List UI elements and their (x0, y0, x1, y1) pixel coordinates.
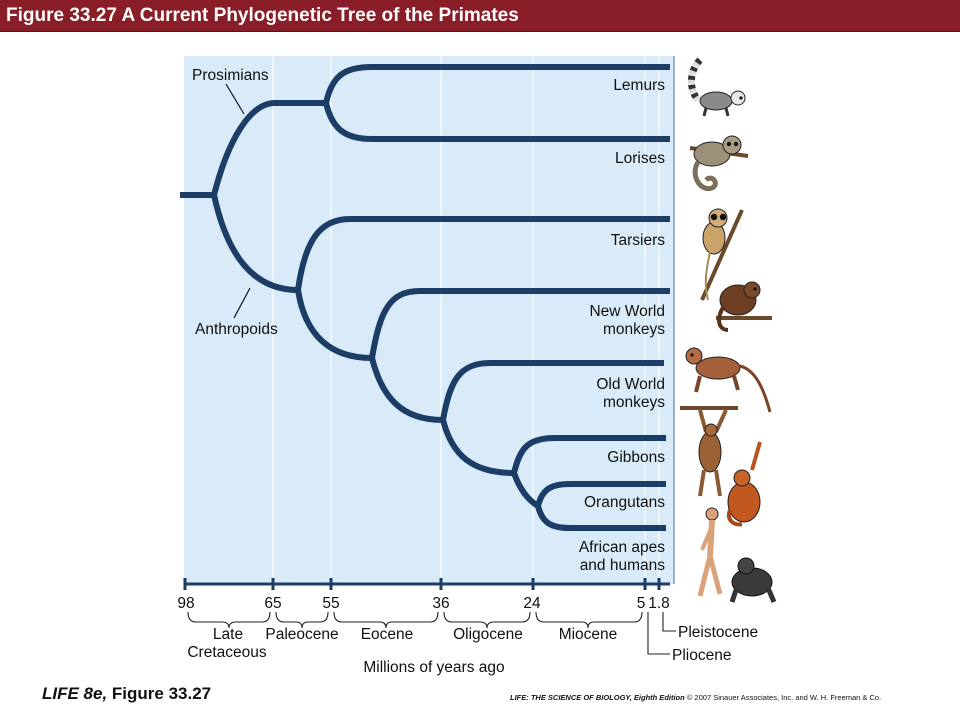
branch-old-world (440, 360, 664, 421)
time-axis (183, 578, 670, 590)
epoch-pleistocene: Pleistocene (678, 624, 758, 641)
epoch-pliocene: Pliocene (672, 647, 731, 664)
animal-illustrations (680, 57, 777, 603)
figure-title: Figure 33.27 A Current Phylogenetic Tree… (6, 5, 519, 26)
branch-prosimians (211, 100, 276, 196)
epoch-paleocene: Paleocene (265, 626, 338, 643)
branch-lorises (323, 102, 670, 142)
branch-lemurs (323, 64, 670, 104)
epoch-late-cretaceous-line1: Late (213, 626, 243, 643)
taxon-label-tarsiers: Tarsiers (611, 232, 666, 249)
book-title: LIFE: THE SCIENCE OF BIOLOGY, Eighth Edi… (510, 693, 685, 702)
prosimians-pointer (225, 83, 245, 115)
axis-title: Millions of years ago (363, 659, 504, 676)
epoch-oligocene: Oligocene (453, 626, 523, 643)
axis-tick-labels: 98 65 55 36 24 5 1.8 (177, 595, 669, 612)
tarsier-icon (700, 208, 744, 301)
time-gridlines (272, 56, 660, 584)
branch-gibbons (511, 435, 666, 474)
book-edition: LIFE 8e, (42, 684, 108, 703)
copyright-notice: LIFE: THE SCIENCE OF BIOLOGY, Eighth Edi… (510, 693, 881, 702)
human-and-ape-icon (697, 507, 777, 603)
branch-catarrhines (369, 357, 444, 423)
loris-icon (689, 135, 749, 192)
branch-orangutans (535, 481, 666, 507)
branch-new-world (369, 288, 670, 359)
gibbon-icon (680, 406, 738, 497)
taxon-label-lemurs: Lemurs (613, 77, 665, 94)
branch-higher-anthropoids (295, 289, 373, 361)
clade-label-prosimians: Prosimians (192, 67, 269, 84)
figure-number: Figure 33.27 (107, 684, 212, 703)
epoch-miocene: Miocene (559, 626, 618, 643)
tick-label-36: 36 (432, 595, 449, 612)
tick-label-1-8: 1.8 (648, 595, 670, 612)
taxon-label-lorises: Lorises (615, 150, 665, 167)
taxon-label-african-apes: and humans (580, 557, 666, 574)
taxon-label-new-world: monkeys (603, 321, 665, 338)
branch-anthropoids (211, 194, 299, 293)
epoch-late-cretaceous-line2: Cretaceous (187, 644, 267, 661)
taxon-label-new-world: New World (589, 303, 665, 320)
tick-label-65: 65 (264, 595, 281, 612)
tree-branches (180, 64, 670, 531)
new-world-monkey-icon (716, 281, 772, 332)
lemur-icon (688, 57, 746, 117)
orangutan-icon (727, 441, 762, 527)
tick-label-98: 98 (177, 595, 194, 612)
epoch-brackets (187, 611, 676, 655)
anthropoids-pointer (233, 287, 251, 319)
branch-tarsiers (295, 216, 670, 291)
tick-label-24: 24 (523, 595, 541, 612)
figure-citation: LIFE 8e, Figure 33.27 (42, 684, 211, 704)
branch-african-apes (535, 505, 666, 531)
taxon-label-gibbons: Gibbons (607, 449, 665, 466)
epoch-labels: Late Cretaceous Paleocene Eocene Oligoce… (187, 624, 758, 676)
taxon-label-african-apes: African apes (579, 539, 665, 556)
tick-label-5: 5 (637, 595, 646, 612)
time-panel (184, 56, 674, 584)
taxon-label-old-world: monkeys (603, 394, 665, 411)
old-world-monkey-icon (685, 347, 772, 413)
title-bar: Figure 33.27 A Current Phylogenetic Tree… (0, 0, 960, 32)
epoch-eocene: Eocene (361, 626, 414, 643)
copyright-text: © 2007 Sinauer Associates, Inc. and W. H… (684, 693, 882, 702)
tick-label-55: 55 (322, 595, 339, 612)
taxon-label-old-world: Old World (596, 376, 665, 393)
taxon-label-orangutans: Orangutans (584, 494, 665, 511)
clade-label-anthropoids: Anthropoids (195, 321, 278, 338)
branch-apes (440, 419, 515, 476)
